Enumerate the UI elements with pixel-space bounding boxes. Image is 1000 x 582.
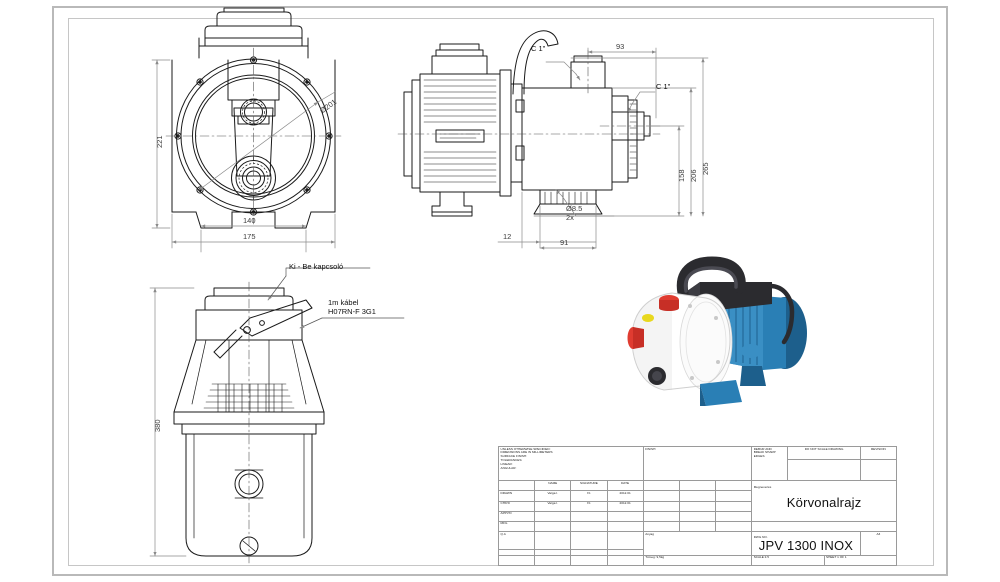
tb-name-header: NAME xyxy=(534,480,572,492)
dimension-side-base-12: 12 xyxy=(503,232,512,241)
tb-sheet-count: SHEET 1 OF 1 xyxy=(823,554,898,567)
dimension-side-height-206: 206 xyxy=(689,169,698,182)
dimension-side-height-158: 158 xyxy=(677,169,686,182)
tb-revision-value xyxy=(859,458,898,482)
tb-finish: FINISH: xyxy=(642,445,753,482)
front-view-dimensions xyxy=(151,59,336,253)
tb-row-date-mfg xyxy=(606,520,644,533)
tb-row-signature-chkd: V.I. xyxy=(570,500,608,512)
bottom-view-leaders xyxy=(267,267,405,329)
tb-row-date-chkd: 2012.01 xyxy=(606,500,644,512)
bottom-elevation-view xyxy=(173,281,325,567)
tb-deburr: DEBUR AND BREAK SHARP EDGES xyxy=(751,445,789,482)
title-block: UNLESS OTHERWISE SPECIFIED: DIMENSIONS A… xyxy=(497,445,898,567)
tb-row-date-appvd xyxy=(606,510,644,522)
tb-row-date-drawn: 2012.01 xyxy=(606,490,644,502)
tb-revision: REVISION xyxy=(859,446,898,460)
side-elevation-view xyxy=(397,30,661,217)
product-render-photo xyxy=(627,256,807,406)
dimension-front-base-outer: 175 xyxy=(243,232,256,241)
tb-row-signature-drawn: V.I. xyxy=(570,490,608,502)
tb-date-header: DATE xyxy=(606,480,644,492)
note-port-top: C 1" xyxy=(531,44,546,53)
sheet-frame-outer xyxy=(52,6,948,576)
sheet-frame-inner xyxy=(68,18,934,566)
tb-row-name-chkd: Varga I. xyxy=(534,500,572,512)
dimension-bottom-height-380: 380 xyxy=(153,419,162,432)
tb-sheet-size: A3 xyxy=(859,531,898,556)
dimension-side-height-265: 265 xyxy=(701,162,710,175)
tb-row-signature-mfg xyxy=(570,520,608,533)
note-hole-diameter: Ø8.5 2x xyxy=(566,204,583,222)
bottom-view-dimensions xyxy=(149,287,195,557)
tb-dwgno-label: DWG NO. xyxy=(753,535,768,540)
tb-row-role-mfg: MFG xyxy=(497,520,536,533)
document-title: Körvonalrajz xyxy=(786,495,862,511)
tb-row-role-qa: Q.A xyxy=(497,531,536,550)
tb-do-not-scale: DO NOT SCALE DRAWING xyxy=(787,446,861,460)
tb-row-signature-qa xyxy=(570,531,608,550)
side-view-dimensions xyxy=(497,47,709,250)
tb-signature-header: SIGNATURE xyxy=(570,480,608,492)
tb-do-not-scale-value xyxy=(787,458,861,482)
tb-row-name-drawn: Varga I. xyxy=(534,490,572,502)
tb-dwgno-block: DWG NO. JPV 1300 INOX xyxy=(751,531,861,556)
dimension-front-base-inner: 140 xyxy=(243,216,256,225)
tb-row-date-qa xyxy=(606,531,644,550)
front-elevation-view xyxy=(165,7,342,229)
drawing-number: JPV 1300 INOX xyxy=(758,538,854,554)
dimension-side-port-offset: 93 xyxy=(616,42,625,51)
tb-row-role-appvd: APPV'D xyxy=(497,510,536,522)
dimension-front-height: 221 xyxy=(155,135,164,148)
tb-material-label: Anyag xyxy=(642,531,753,556)
tb-row-name-appvd xyxy=(534,510,572,522)
note-switch: Ki - Be kapcsoló xyxy=(289,262,344,271)
note-port-side: C 1" xyxy=(656,82,671,91)
tb-row-name-qa xyxy=(534,531,572,550)
tb-scale: SCALE:1:5 xyxy=(751,554,825,567)
tb-row-name-mfg xyxy=(534,520,572,533)
tb-weight: Tömeg: 9,5kg xyxy=(642,554,753,567)
note-cable: 1m kábel H07RN-F 3G1 xyxy=(328,298,376,317)
tb-unless-specified: UNLESS OTHERWISE SPECIFIED: DIMENSIONS A… xyxy=(498,445,644,482)
tb-row-signature-appvd xyxy=(570,510,608,522)
tb-row-role-drawn: DRAWN xyxy=(497,490,536,502)
tb-name-block: Megnevezés Körvonalrajz xyxy=(751,480,897,522)
dimension-side-base-91: 91 xyxy=(560,238,569,247)
tb-role-header xyxy=(497,480,536,492)
tb-row-role-chkd: CHK'D xyxy=(497,500,536,512)
tb-name-label: Megnevezés xyxy=(753,484,772,489)
